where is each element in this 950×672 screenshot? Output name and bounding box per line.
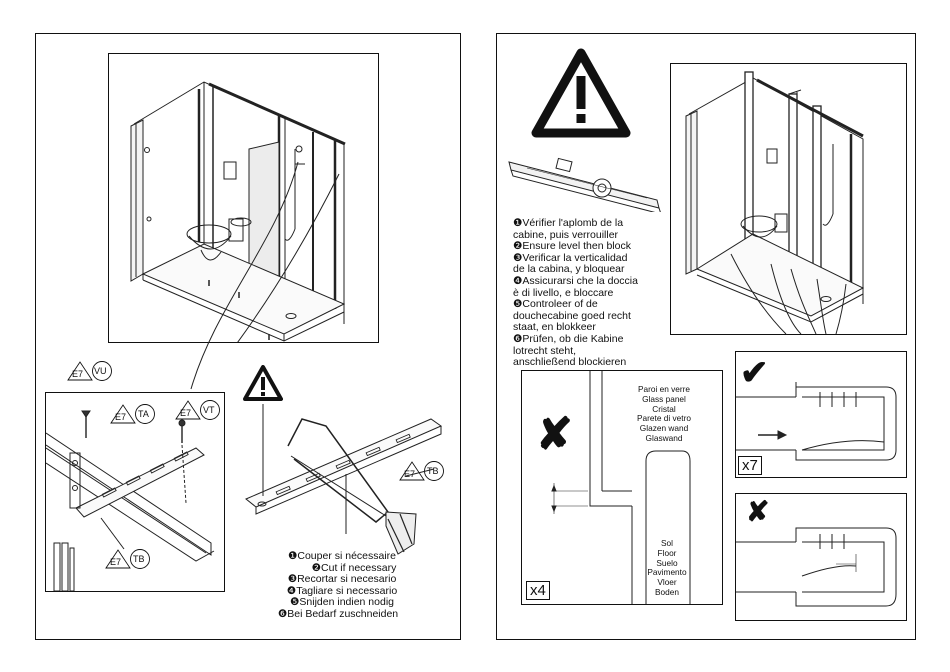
cut-line-en: ❷Cut if necessary xyxy=(311,561,397,574)
level-line: cabine, puis verrouiller xyxy=(513,228,619,241)
label-code: E7 xyxy=(110,557,122,567)
correct-fit-box: ✔ x7 xyxy=(735,351,907,478)
label-e7-ta: E7 TA xyxy=(109,403,159,425)
glass-label: Paroi en verre xyxy=(637,384,691,394)
rail-detail-box xyxy=(45,392,225,592)
label-code: E7 xyxy=(115,412,127,422)
cut-line-fr: ❶Couper si nécessaire xyxy=(287,550,397,562)
right-page: ❶Vérifier l'aplomb de la cabine, puis ve… xyxy=(496,33,916,640)
label-tag: VU xyxy=(94,366,107,376)
label-code: E7 xyxy=(404,469,416,479)
cabin-level-box xyxy=(670,63,907,335)
level-line: ❶Vérifier l'aplomb de la xyxy=(513,217,624,229)
cut-line-it: ❹Tagliare si necessario xyxy=(286,584,398,597)
left-page: E7 VU E7 TA E7 VT E7 TB E7 TB xyxy=(35,33,461,640)
floor-label: Boden xyxy=(655,586,679,597)
level-line: lotrecht steht, xyxy=(513,344,577,357)
warning-triangle-icon xyxy=(243,365,283,401)
level-instructions: ❶Vérifier l'aplomb de la cabine, puis ve… xyxy=(513,217,673,369)
label-tag: TA xyxy=(138,409,149,419)
label-code: E7 xyxy=(72,369,84,379)
cabin-illustration-box xyxy=(108,53,379,343)
level-line: de la cabina, y bloquear xyxy=(513,263,625,276)
level-line: ❷Ensure level then block xyxy=(513,240,631,253)
spirit-level-icon xyxy=(508,157,661,212)
glass-label: Glazen wand xyxy=(639,423,689,434)
wrong-placement-box: ✘ Paroi en verre Glass panel Cristal Par… xyxy=(521,370,723,605)
label-e7-vt: E7 VT xyxy=(174,399,224,421)
glass-label: Glass panel xyxy=(642,393,686,404)
label-e7-tb-left: E7 TB xyxy=(104,548,154,570)
level-line: anschließend blockieren xyxy=(513,356,627,369)
floor-labels: Sol Floor Suelo Pavimento Vloer Boden xyxy=(622,538,712,598)
level-line: staat, en blokkeer xyxy=(513,321,596,334)
glass-panel-labels: Paroi en verre Glass panel Cristal Paret… xyxy=(614,384,714,444)
warning-triangle-large-icon xyxy=(531,48,631,138)
label-e7-tb-right: E7 TB xyxy=(398,460,448,482)
level-line: ❸Verificar la verticalidad xyxy=(513,251,628,264)
count-x4-label: x4 xyxy=(526,581,550,600)
connector-line xyxy=(190,161,299,390)
level-line: ❻Prüfen, ob die Kabine xyxy=(513,332,624,345)
floor-label: Floor xyxy=(657,547,677,558)
wrong-mark-icon: ✘ xyxy=(746,496,770,527)
level-line: douchecabine goed recht xyxy=(513,309,631,322)
glass-label: Parete di vetro xyxy=(637,413,691,424)
cut-instructions: ❶Couper si nécessaire ❷Cut if necessary … xyxy=(246,550,446,621)
shower-cabin-level-drawing xyxy=(685,71,865,334)
label-code: E7 xyxy=(180,408,192,418)
glass-label: Glaswand xyxy=(645,432,683,443)
label-tag: TB xyxy=(427,466,439,476)
level-line: ❹Assicurarsi che la doccia xyxy=(513,274,638,287)
wrong-fit-box: ✘ xyxy=(735,493,907,621)
glass-label: Cristal xyxy=(652,403,676,414)
correct-profile-drawing xyxy=(736,382,897,461)
right-mark-icon: ✔ xyxy=(740,354,769,392)
level-line: è di livello, e bloccare xyxy=(513,286,614,299)
level-line: ❺Controleer of de xyxy=(513,298,598,311)
floor-label: Sol xyxy=(661,538,673,548)
floor-label: Suelo xyxy=(656,557,678,568)
glass-floor-section-drawing xyxy=(551,371,691,604)
label-e7-vu: E7 VU xyxy=(66,360,116,382)
hacksaw-cut-drawing xyxy=(245,404,443,555)
rail-assembly-drawing xyxy=(46,410,215,591)
wrong-profile-drawing xyxy=(736,527,897,607)
count-x7-label: x7 xyxy=(738,456,762,475)
cut-line-es: ❸Recortar si necesario xyxy=(287,573,397,586)
cut-line-nl: ❺Snijden indien nodig xyxy=(290,596,394,609)
floor-label: Vloer xyxy=(657,577,677,588)
label-tag: TB xyxy=(133,554,145,564)
shower-cabin-drawing xyxy=(130,81,346,342)
wrong-mark-icon: ✘ xyxy=(536,410,573,459)
cut-line-de: ❻Bei Bedarf zuschneiden xyxy=(277,607,399,620)
label-tag: VT xyxy=(203,405,215,415)
floor-label: Pavimento xyxy=(647,567,687,578)
